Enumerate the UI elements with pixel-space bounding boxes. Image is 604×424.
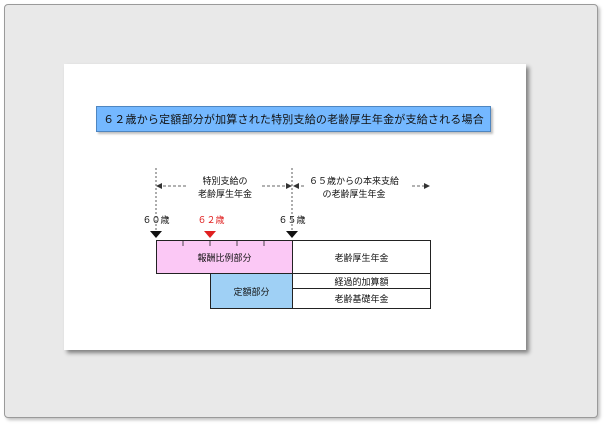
rourei-kousei-cell: 老齢厚生年金	[292, 240, 431, 274]
age-62-marker	[204, 231, 216, 238]
period-right-line2: の老齢厚生年金	[322, 190, 386, 200]
keikateki-cell: 経過的加算額	[292, 273, 431, 289]
period-left-arrowhead-right	[286, 183, 292, 189]
period-left-arrowhead-left	[156, 183, 162, 189]
rourei-kiso-label: 老齢基礎年金	[334, 295, 389, 305]
keikateki-label: 経過的加算額	[334, 277, 389, 288]
age-62-label: ６２歳	[197, 216, 225, 226]
period-right-line1: ６５歳からの本来支給	[308, 177, 399, 187]
rourei-kousei-label: 老齢厚生年金	[334, 253, 389, 264]
period-left-line2: 老齢厚生年金	[197, 190, 252, 200]
period-right-label: ６５歳からの本来支給 の老齢厚生年金	[306, 176, 402, 202]
houshu-hirei-label: 報酬比例部分	[197, 253, 252, 264]
teigaku-label: 定額部分	[233, 287, 270, 298]
teigaku-bar: 定額部分	[210, 273, 293, 309]
period-left-label: 特別支給の 老齢厚生年金	[176, 176, 274, 202]
rourei-kiso-cell: 老齢基礎年金	[292, 288, 431, 309]
age-65-marker	[286, 231, 298, 238]
age-60-marker	[150, 231, 162, 238]
period-right-arrowhead-left	[293, 183, 299, 189]
period-right-arrowhead-right	[424, 183, 430, 189]
diagram-title: ６２歳から定額部分が加算された特別支給の老齢厚生年金が支給される場合	[96, 106, 491, 132]
period-left-line1: 特別支給の	[202, 177, 248, 187]
